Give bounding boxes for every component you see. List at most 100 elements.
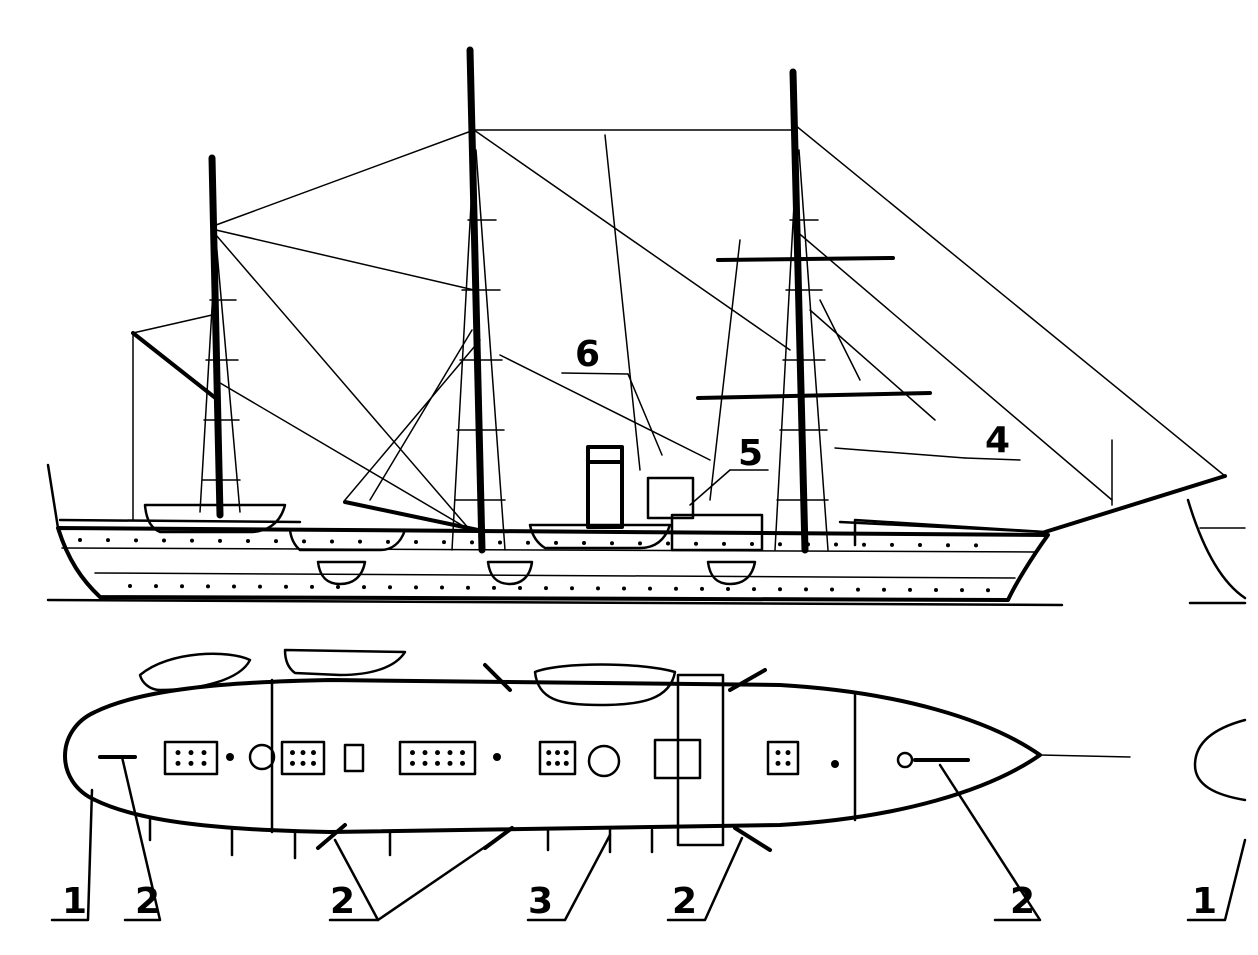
skylight-1 (343, 743, 365, 773)
porthole (498, 540, 502, 545)
porthole (302, 539, 306, 544)
hatch-dot (311, 760, 316, 766)
fore-mast (789, 68, 809, 554)
side-leaders (561, 372, 1021, 506)
porthole (388, 585, 392, 590)
bitt-fore (831, 760, 839, 768)
hatch-dot (290, 760, 295, 766)
porthole (722, 541, 726, 546)
porthole (700, 586, 704, 591)
main-shrouds (451, 149, 506, 551)
hatch-dot (435, 760, 440, 766)
hatch-dot (201, 760, 207, 766)
hatch-dot (563, 750, 569, 756)
hatches (163, 740, 800, 776)
porthole (960, 588, 964, 593)
hatch (398, 740, 477, 776)
hatch-dot (460, 750, 465, 756)
porthole (284, 584, 288, 589)
porthole (750, 542, 754, 547)
stern-post (46, 463, 60, 530)
porthole (666, 541, 670, 546)
waterline (46, 598, 1064, 607)
bitt-mid (493, 753, 501, 761)
porthole (596, 586, 600, 591)
porthole (470, 540, 474, 545)
sponson-3 (706, 560, 757, 586)
porthole (258, 584, 262, 589)
deckhouse (670, 513, 764, 552)
porthole (206, 584, 210, 589)
hatch (766, 740, 800, 776)
deck-plan (50, 648, 1247, 922)
hatch-dot (422, 760, 428, 766)
hatch-dot (447, 760, 453, 766)
porthole (882, 587, 886, 592)
porthole (648, 586, 652, 591)
porthole (134, 538, 138, 543)
hull-sheer-line (61, 547, 1036, 553)
mizzen-gaff (131, 331, 220, 402)
porthole (610, 541, 614, 546)
callout-2-d: 2 (1010, 881, 1035, 922)
hatch-dot (410, 760, 415, 766)
porthole (180, 584, 184, 589)
hatch-dot (785, 760, 791, 766)
hatch-dot (555, 750, 560, 756)
hatch-dot (300, 760, 306, 766)
callout-1-left: 1 (62, 881, 87, 922)
forecastle (853, 518, 1047, 547)
porthole (362, 585, 366, 590)
porthole (414, 540, 418, 545)
porthole (726, 586, 730, 591)
boat-aft (143, 503, 287, 534)
porthole (526, 540, 530, 545)
steering-wheel (587, 744, 621, 778)
hatch (538, 740, 577, 776)
hatch-dot (422, 750, 428, 756)
boat-mid-2 (528, 523, 672, 550)
porthole (918, 543, 922, 548)
hull-stripe (94, 572, 1016, 579)
porthole (570, 586, 574, 591)
funnel (586, 445, 624, 529)
bulwark-aft (58, 518, 302, 524)
hatch-dot (775, 750, 781, 756)
mizzen-shrouds (199, 239, 241, 513)
callout-3: 3 (528, 881, 553, 922)
hatch-dot (188, 750, 194, 756)
callout-2-a: 2 (135, 881, 160, 922)
sponson-2 (486, 560, 534, 586)
porthole (386, 539, 390, 544)
porthole (778, 542, 782, 547)
porthole (752, 587, 756, 592)
plan-boat-2 (283, 648, 407, 677)
capstan-aft (248, 743, 276, 771)
porthole (310, 584, 314, 589)
porthole (162, 538, 166, 543)
porthole (358, 539, 362, 544)
porthole (890, 542, 894, 547)
hatch (163, 740, 219, 776)
midship-bridge-deck (676, 673, 725, 847)
porthole (274, 539, 278, 544)
porthole (154, 584, 158, 589)
plan-boat-3 (533, 663, 677, 707)
capstan-fore (896, 751, 914, 769)
rigging (132, 124, 1226, 531)
porthole (622, 586, 626, 591)
plan-boat-1 (138, 652, 252, 692)
porthole (492, 585, 496, 590)
bowsprit (1043, 474, 1227, 534)
fore-lower-yard (696, 391, 932, 400)
adjacent-plan-fragment (1193, 718, 1247, 802)
portholes (78, 538, 990, 593)
wheelhouse-plan (653, 738, 702, 780)
callout-2-c: 2 (672, 881, 697, 922)
hatch-dot (555, 760, 560, 766)
callout-6: 6 (575, 334, 600, 375)
porthole (246, 539, 250, 544)
callout-labels: 6 5 4 1 2 2 3 2 2 1 (62, 334, 1217, 922)
mizzen-mast (208, 154, 224, 519)
porthole (862, 542, 866, 547)
